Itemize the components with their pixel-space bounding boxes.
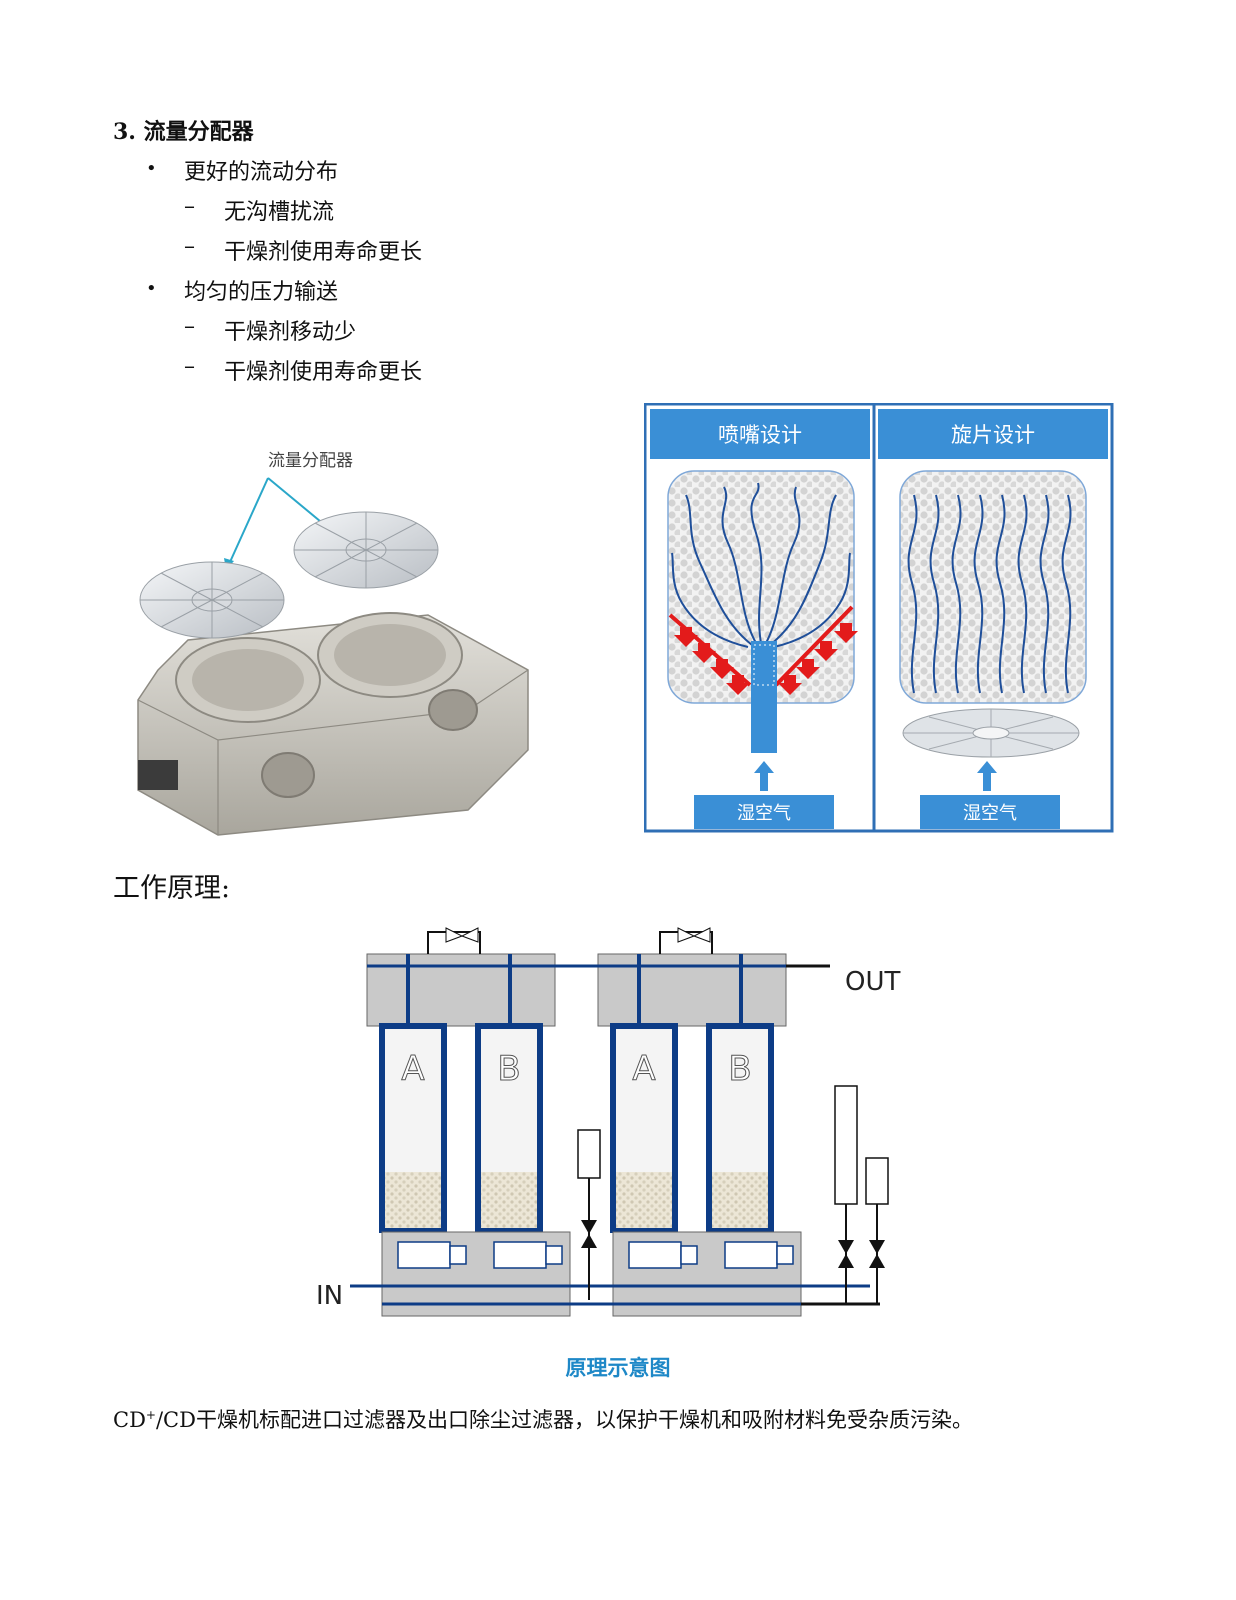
tower-b2: B — [706, 1023, 774, 1233]
tower-b1: B — [475, 1023, 543, 1233]
sub-item: 无沟槽扰流 — [224, 200, 335, 225]
sub-item: 干燥剂使用寿命更长 — [224, 360, 423, 385]
out-label: OUT — [845, 967, 900, 997]
principle-schematic: OUT A B A B IN — [316, 927, 900, 1317]
dash-marker: – — [184, 194, 195, 219]
in-label: IN — [316, 1281, 343, 1311]
tower-a1: A — [379, 1023, 447, 1233]
footer-sup: + — [145, 1408, 156, 1422]
tower-label: B — [728, 1049, 751, 1089]
distributor-disc-left — [139, 561, 285, 639]
title-nozzle: 喷嘴设计 — [718, 423, 802, 447]
principle-heading: 工作原理: — [113, 873, 231, 904]
dash-marker: – — [184, 314, 195, 339]
wet-air-label-right: 湿空气 — [963, 803, 1017, 824]
dash-marker: – — [184, 234, 195, 259]
sub-item: 干燥剂使用寿命更长 — [224, 240, 423, 265]
title-bar-left — [650, 409, 870, 459]
photo-label: 流量分配器 — [268, 451, 353, 471]
tower-label: A — [632, 1049, 655, 1089]
wet-air-label-left: 湿空气 — [737, 803, 791, 824]
bullet-item: 均匀的压力输送 — [184, 280, 339, 305]
title-vane: 旋片设计 — [951, 423, 1035, 447]
tower-label: B — [497, 1049, 520, 1089]
footer-post: /CD干燥机标配进口过滤器及出口除尘过滤器，以保护干燥机和吸附材料免受杂质污染。 — [155, 1408, 973, 1432]
bullet-item: 更好的流动分布 — [184, 160, 339, 185]
title-bar-right — [878, 409, 1108, 459]
tower-label: A — [401, 1049, 424, 1089]
nozzle-vs-vane-diagram: 喷嘴设计 旋片设计 湿空气 — [644, 403, 1114, 833]
schematic-caption: 原理示意图 — [565, 1356, 671, 1380]
tower-a2: A — [610, 1023, 678, 1233]
footer-note: CD+/CD干燥机标配进口过滤器及出口除尘过滤器，以保护干燥机和吸附材料免受杂质… — [113, 1404, 973, 1434]
desiccant-bed-right — [899, 470, 1087, 704]
flow-distributor-photo: 流量分配器 — [137, 451, 529, 836]
distributor-disc-right — [293, 511, 439, 589]
dash-marker: – — [184, 354, 195, 379]
footer-pre: CD — [113, 1408, 146, 1432]
bullet-marker: • — [146, 278, 157, 299]
sub-item: 干燥剂移动少 — [224, 320, 357, 345]
section-heading: 3. 流量分配器 — [113, 119, 254, 145]
bullet-marker: • — [146, 158, 157, 179]
